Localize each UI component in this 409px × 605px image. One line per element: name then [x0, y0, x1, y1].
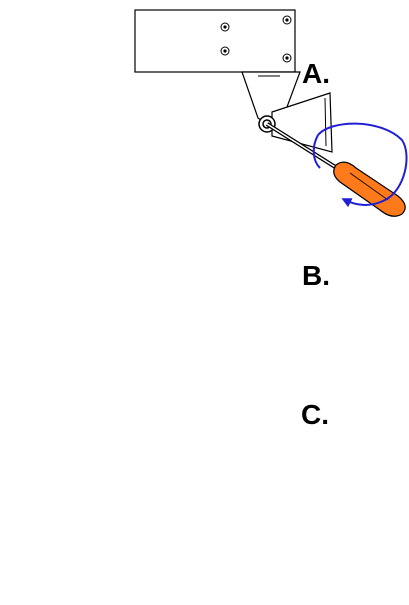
- step-label-c: C.: [301, 399, 329, 430]
- step-label-a: A.: [302, 58, 330, 89]
- door-panel-a: [134, 9, 296, 73]
- rotate-arrow-icon: [317, 122, 408, 208]
- screwdriver-icon: [265, 122, 406, 217]
- step-label-b: B.: [302, 260, 330, 291]
- step-a-assembly: [134, 9, 408, 217]
